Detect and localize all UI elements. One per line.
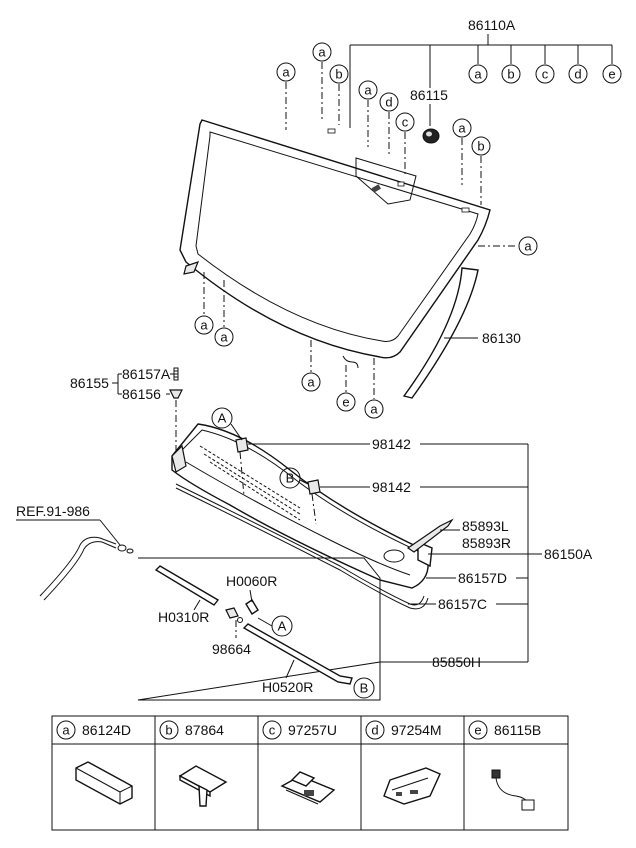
sensor-cover-icon: [383, 767, 441, 805]
legend-part-number: 97257U: [288, 722, 337, 738]
legend-key-circle: [262, 720, 282, 740]
legend-key-circle: [365, 720, 385, 740]
callout-B: B: [286, 471, 295, 486]
callout-a: a: [474, 67, 482, 82]
connector-98664: 98664: [212, 607, 251, 657]
label-H0060R: H0060R: [226, 573, 277, 589]
windshield-glass: [179, 119, 491, 369]
label-98142-mid: 98142: [372, 479, 411, 495]
wiring-harness-icon: [491, 769, 535, 811]
legend-key-a: a: [62, 723, 70, 738]
hose-H0060R: H0060R: [226, 573, 277, 615]
callout-b: b: [477, 139, 484, 154]
callout-A: A: [218, 411, 227, 426]
right-bracket: 98142 98142 86150A 85893L 85893R 86157D …: [248, 436, 593, 663]
label-98142-top: 98142: [372, 436, 411, 452]
molding-strip: [183, 261, 200, 275]
hose-H0310R: H0310R: [154, 565, 220, 625]
legend-part-number: 87864: [185, 722, 224, 738]
callout-c: c: [402, 115, 409, 130]
legend-key-c: c: [269, 723, 276, 738]
glass-leaders: [203, 62, 518, 399]
label-85893R: 85893R: [462, 535, 511, 551]
cap-clip-icon: [178, 765, 228, 807]
callout-a: a: [458, 121, 466, 136]
legend-table: a 86124D b 87864 c 97257U d 97254M e 86115B: [51, 715, 569, 831]
clip-98142-b: [307, 479, 321, 495]
callout-a: a: [524, 239, 532, 254]
callout-A: A: [278, 619, 287, 634]
legend-key-d: d: [371, 723, 378, 738]
cowl-top-cover: [171, 423, 433, 610]
label-86157C: 86157C: [438, 596, 487, 612]
callout-a: a: [318, 45, 326, 60]
label-86115: 86115: [410, 87, 448, 103]
legend-part-number: 86124D: [82, 722, 131, 738]
callout-B: B: [360, 681, 369, 696]
callout-a: a: [200, 318, 208, 333]
legend-part-number: 97254M: [391, 722, 442, 738]
clip-98142-a: [235, 437, 249, 453]
callout-e: e: [342, 395, 349, 410]
callout-d: d: [574, 67, 581, 82]
label-86156: 86156: [122, 386, 161, 402]
rain-sensor-part: [422, 128, 440, 144]
seal-85893: [406, 518, 454, 553]
bracket-icon: [280, 771, 336, 805]
callout-b: b: [335, 67, 342, 82]
legend-key-e: e: [474, 723, 481, 738]
molding-clip-icon: [75, 761, 133, 805]
cowl-callouts: A B: [211, 407, 309, 489]
legend-part-number: 86115B: [494, 722, 541, 738]
callout-b: b: [507, 67, 514, 82]
label-86155: 86155: [70, 375, 109, 391]
label-98664: 98664: [212, 641, 251, 657]
callout-bracket-86110A: 86110A: [349, 17, 613, 128]
label-86157D: 86157D: [458, 570, 507, 586]
label-H0310R: H0310R: [158, 609, 209, 625]
hose-H0520R: H0520R: [242, 623, 353, 695]
legend-key-circle: [56, 720, 76, 740]
label-H0520R: H0520R: [262, 679, 313, 695]
callout-a: a: [370, 402, 378, 417]
glass-callouts: a a b a d c a b a a a a e a: [194, 42, 538, 419]
callout-e: e: [608, 67, 615, 82]
label-86157A: 86157A: [122, 366, 171, 382]
legend-key-circle: [159, 720, 179, 740]
callout-a: a: [307, 375, 315, 390]
callout-d: d: [385, 95, 392, 110]
side-molding-86130: 86130: [402, 267, 521, 399]
legend-key-circle: [468, 720, 488, 740]
legend-key-b: b: [165, 723, 172, 738]
label-85893L: 85893L: [462, 518, 509, 534]
hose-group-outline: [137, 557, 494, 701]
callout-a: a: [282, 65, 290, 80]
label-ref-91-986: REF.91-986: [16, 503, 90, 519]
bracket-callouts-row: a b c d e: [468, 64, 622, 84]
callout-a: a: [364, 83, 372, 98]
label-86110A: 86110A: [468, 17, 516, 33]
label-86130: 86130: [482, 330, 521, 346]
callout-86155-group: 86155 86157A 86156: [70, 366, 183, 456]
callout-a: a: [220, 330, 228, 345]
ref-91-986: REF.91-986: [16, 503, 134, 601]
callout-c: c: [542, 67, 549, 82]
label-85850H: 85850H: [432, 654, 481, 670]
label-86150A: 86150A: [544, 546, 593, 562]
